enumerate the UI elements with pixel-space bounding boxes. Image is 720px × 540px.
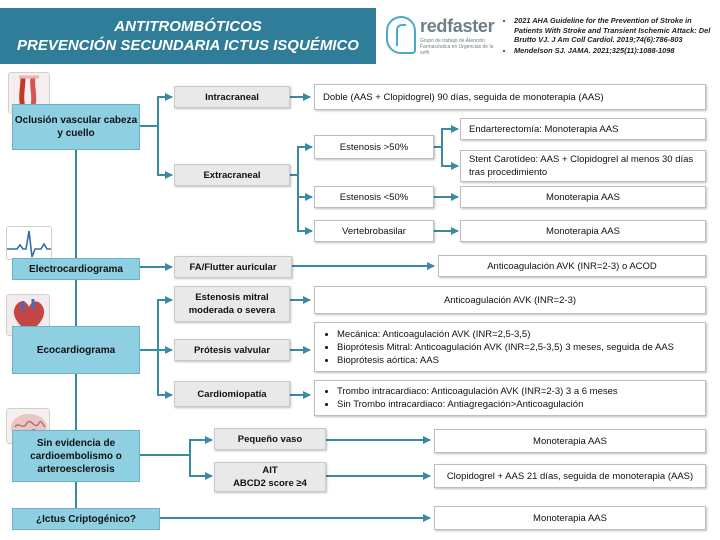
sub-intracraneal: Intracraneal [174,86,290,108]
logo-subtitle: Grupo de trabajo de Atención Farmacéutic… [420,38,494,56]
reference-item: Mendelson SJ. JAMA. 2021;325(11):1088-10… [514,46,718,56]
sub-estenosis-mayor-50: Estenosis >50% [314,135,434,159]
references: 2021 AHA Guideline for the Prevention of… [504,16,718,56]
result-fa-flutter: Anticoagulación AVK (INR=2-3) o ACOD [438,255,706,277]
title-line-2: PREVENCIÓN SECUNDARIA ICTUS ISQUÉMICO [17,37,359,54]
arrow-to-cardiomiopatia [140,349,173,399]
result-protesis-item: Bioprótesis Mitral: Anticoagulación AVK … [337,341,674,354]
logo-name: redfaster [420,16,495,36]
sub-estenosis-menor-50: Estenosis <50% [314,186,434,208]
arrow-to-stent [434,146,459,170]
result-protesis-item: Bioprótesis aórtica: AAS [337,354,674,367]
sub-pequeno-vaso: Pequeño vaso [214,428,326,450]
arrow-to-endarterectomia [434,125,459,148]
result-vertebrobasilar: Monoterapia AAS [460,220,706,242]
result-cardiomiopatia: Trombo intracardiaco: Anticoagulación AV… [314,380,706,416]
arrow-to-ait [140,454,213,480]
sub-ait: AIT ABCD2 score ≥4 [214,462,326,492]
arrow-to-estenosis-menor [290,174,313,201]
ecg-waveform-icon [6,226,52,260]
sub-extracraneal: Extracraneal [174,164,290,186]
title-banner: ANTITROMBÓTICOS PREVENCIÓN SECUNDARIA IC… [0,8,376,64]
result-ait: Clopidogrel + AAS 21 días, seguida de mo… [434,464,706,488]
result-estenosis-mitral: Anticoagulación AVK (INR=2-3) [314,286,706,314]
arrow-to-pequeno-vaso [140,436,213,456]
sub-vertebrobasilar: Vertebrobasilar [314,220,434,242]
category-ecocardiograma: Ecocardiograma [12,326,140,374]
sub-cardiomiopatia: Cardiomiopatía [174,381,290,407]
result-intracraneal: Doble (AAS + Clopidogrel) 90 días, segui… [314,84,706,110]
result-cardiomiopatia-item: Sin Trombo intracardiaco: Antiagregación… [337,398,618,411]
category-sin-evidencia: Sin evidencia de cardioembolismo o arter… [12,430,140,482]
redfaster-logo: redfaster Grupo de trabajo de Atención F… [384,14,495,60]
result-stent-carotideo: Stent Carotídeo: AAS + Clopidogrel al me… [460,150,706,182]
result-protesis-valvular: Mecánica: Anticoagulación AVK (INR=2,5-3… [314,322,706,372]
arrow-to-extracraneal [140,125,173,179]
reference-item: 2021 AHA Guideline for the Prevention of… [514,16,718,45]
category-ictus-criptogenico: ¿Ictus Criptogénico? [12,508,160,530]
arrow-to-estenosis-mayor [290,143,313,176]
redfaster-logo-icon [386,16,416,54]
title-line-1: ANTITROMBÓTICOS [114,18,262,35]
result-cardiomiopatia-item: Trombo intracardiaco: Anticoagulación AV… [337,385,618,398]
sub-protesis-valvular: Prótesis valvular [174,339,290,361]
result-estenosis-menor: Monoterapia AAS [460,186,706,208]
sub-fa-flutter: FA/Flutter auricular [174,256,292,278]
category-electrocardiograma: Electrocardiograma [12,258,140,280]
sub-estenosis-mitral: Estenosis mitral moderada o severa [174,286,290,322]
arrow-to-intracraneal [140,93,173,127]
arrow-to-estenosis-mitral [140,296,173,351]
sub-ait-score: ABCD2 score ≥4 [233,478,307,489]
result-endarterectomia: Endarterectomía: Monoterapia AAS [460,118,706,140]
sub-ait-label: AIT [262,465,278,476]
result-pequeno-vaso: Monoterapia AAS [434,429,706,453]
arrow-to-vertebrobasilar [290,174,313,235]
category-oclusion-vascular: Oclusión vascular cabeza y cuello [12,104,140,150]
result-protesis-item: Mecánica: Anticoagulación AVK (INR=2,5-3… [337,328,674,341]
result-criptogenico: Monoterapia AAS [434,506,706,530]
